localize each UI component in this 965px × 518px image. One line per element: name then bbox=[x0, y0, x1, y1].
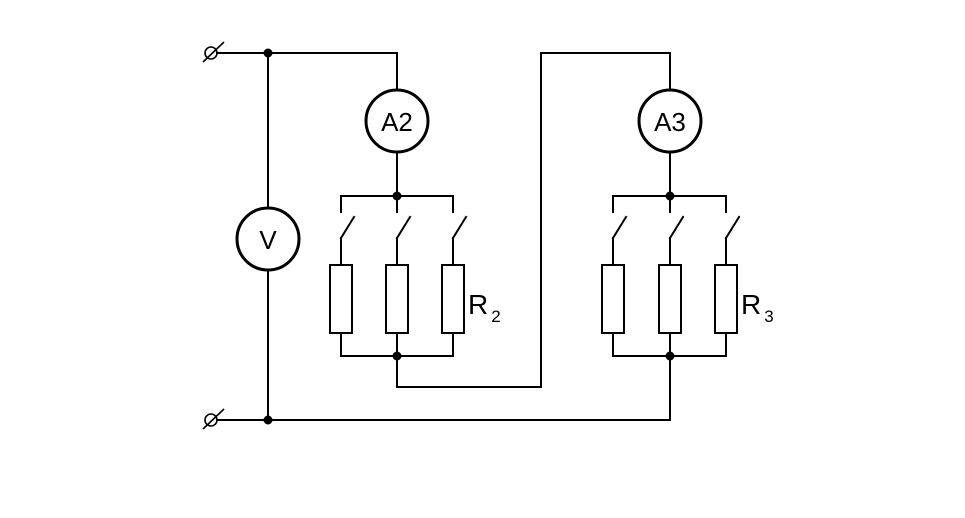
switch-3a bbox=[611, 215, 628, 266]
resistor-3c bbox=[714, 264, 738, 334]
switch-2a bbox=[339, 215, 356, 266]
switch-2c bbox=[451, 215, 468, 266]
resistor-2a bbox=[329, 264, 353, 334]
switch-3b bbox=[668, 215, 685, 266]
junction-group2-top bbox=[392, 191, 402, 201]
switch-3c bbox=[724, 215, 741, 266]
resistor-3a bbox=[601, 264, 625, 334]
ammeter-a2-label: A2 bbox=[381, 107, 413, 137]
resistor-2c bbox=[441, 264, 465, 334]
ammeter-a2: A2 bbox=[364, 88, 430, 154]
junction-group3-top bbox=[665, 191, 675, 201]
junction-dots bbox=[263, 48, 675, 425]
switch-2b bbox=[395, 215, 412, 266]
resistor-2b bbox=[385, 264, 409, 334]
junction-bottom-left bbox=[263, 415, 273, 425]
voltmeter: V bbox=[235, 206, 301, 272]
ammeter-a3-label: A3 bbox=[654, 107, 686, 137]
junction-top-left bbox=[263, 48, 273, 58]
junction-group2-bottom bbox=[392, 351, 402, 361]
resistor-3b bbox=[658, 264, 682, 334]
junction-group3-bottom bbox=[665, 351, 675, 361]
voltmeter-label: V bbox=[259, 225, 277, 255]
main-wiring bbox=[216, 52, 671, 421]
ammeter-a3: A3 bbox=[637, 88, 703, 154]
